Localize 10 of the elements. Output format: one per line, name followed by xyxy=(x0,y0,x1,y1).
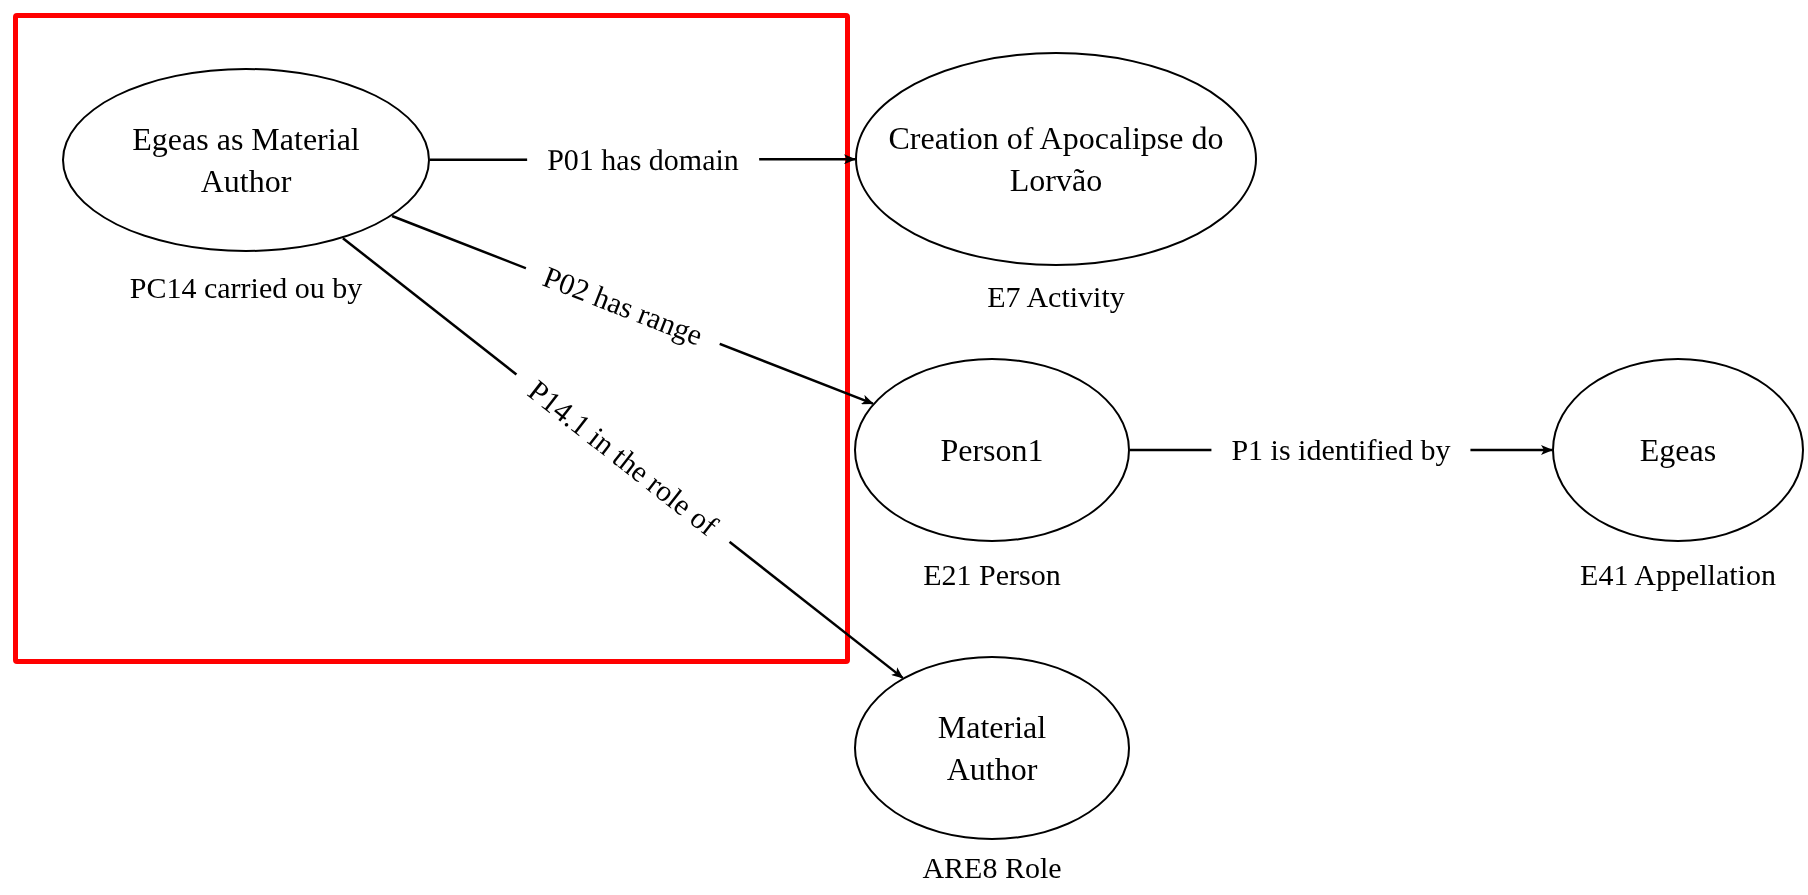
node-label: Creation of Apocalipse do Lorvão xyxy=(887,119,1225,200)
class-caption: PC14 carried ou by xyxy=(129,271,363,305)
node-label: Material Author xyxy=(936,708,1048,789)
class-caption: E21 Person xyxy=(923,558,1061,592)
class-caption: E41 Appellation xyxy=(1580,558,1776,592)
node-label: Person1 xyxy=(940,431,1044,470)
class-caption: E7 Activity xyxy=(987,280,1125,314)
class-caption: ARE8 Role xyxy=(922,851,1062,885)
node-label: Egeas xyxy=(1639,431,1717,470)
node-label: Egeas as Material Author xyxy=(131,120,361,201)
